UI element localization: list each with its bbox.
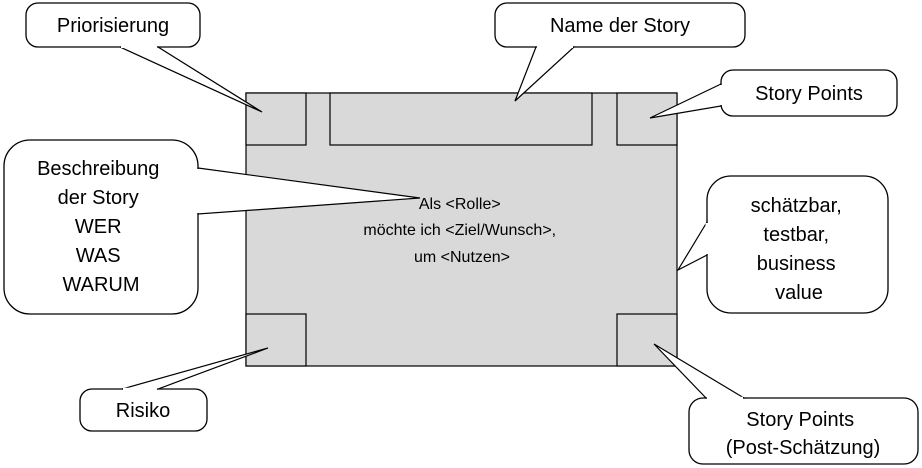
callout-story-points-post-text: Story Points (Post-Schätzung) <box>726 409 881 459</box>
callout-story-points-post: Story Points (Post-Schätzung) <box>653 343 919 465</box>
callout-story-points: Story Points <box>649 69 898 119</box>
callout-story-points-line-1: Story Points <box>755 83 863 105</box>
callout-description-line-4: WAS <box>76 245 121 267</box>
callout-story-points-post-line-1: Story Points <box>746 409 854 431</box>
callout-criteria-line-1: schätzbar, <box>751 195 842 217</box>
callout-story-name-box <box>494 2 746 48</box>
callout-description-line-3: WER <box>75 216 122 238</box>
callout-prioritization: Priorisierung <box>25 2 263 113</box>
callout-risk-pointer <box>121 347 269 390</box>
callout-story-points-post-line-2: (Post-Schätzung) <box>726 437 881 459</box>
callout-prioritization-pointer <box>119 46 263 113</box>
story-name-field <box>329 92 593 146</box>
callout-criteria-line-4: value <box>775 282 823 304</box>
callout-criteria-line-2: testbar, <box>763 224 829 246</box>
callout-criteria: schätzbar, testbar, business value <box>676 175 889 314</box>
callout-description-box <box>3 139 199 315</box>
callout-risk-line-1: Risiko <box>116 400 170 422</box>
callout-prioritization-line-1: Priorisierung <box>57 15 169 37</box>
callout-prioritization-box <box>25 2 201 48</box>
callout-description-line-5: WARUM <box>62 274 139 296</box>
risk-field <box>245 313 307 367</box>
callout-story-name-line-1: Name der Story <box>550 15 690 37</box>
callout-criteria-line-3: business <box>757 253 836 275</box>
callout-story-points-text: Story Points <box>755 83 863 105</box>
card-text-line-2: möchte ich <Ziel/Wunsch>, <box>363 222 556 239</box>
callout-risk-text: Risiko <box>116 400 170 422</box>
priority-field <box>245 92 307 146</box>
card-text-line-1: Als <Rolle> <box>419 196 501 213</box>
callout-story-name-text: Name der Story <box>550 15 690 37</box>
callout-description-line-2: der Story <box>58 187 139 209</box>
callout-prioritization-text: Priorisierung <box>57 15 169 37</box>
callout-description: Beschreibung der Story WER WAS WARUM <box>3 139 421 315</box>
callout-risk: Risiko <box>79 347 269 432</box>
callout-story-points-post-box <box>688 397 919 465</box>
callout-description-text: Beschreibung der Story WER WAS WARUM <box>37 158 165 296</box>
card-text-line-3: um <Nutzen> <box>414 249 510 266</box>
callout-criteria-text: schätzbar, testbar, business value <box>751 195 848 304</box>
callout-story-name: Name der Story <box>494 2 746 102</box>
callout-criteria-pointer <box>676 219 708 272</box>
card-text: Als <Rolle> möchte ich <Ziel/Wunsch>, um… <box>363 196 560 266</box>
callout-story-points-post-pointer <box>653 343 747 399</box>
callout-description-line-1: Beschreibung <box>37 158 159 180</box>
story-points-field <box>616 92 678 146</box>
